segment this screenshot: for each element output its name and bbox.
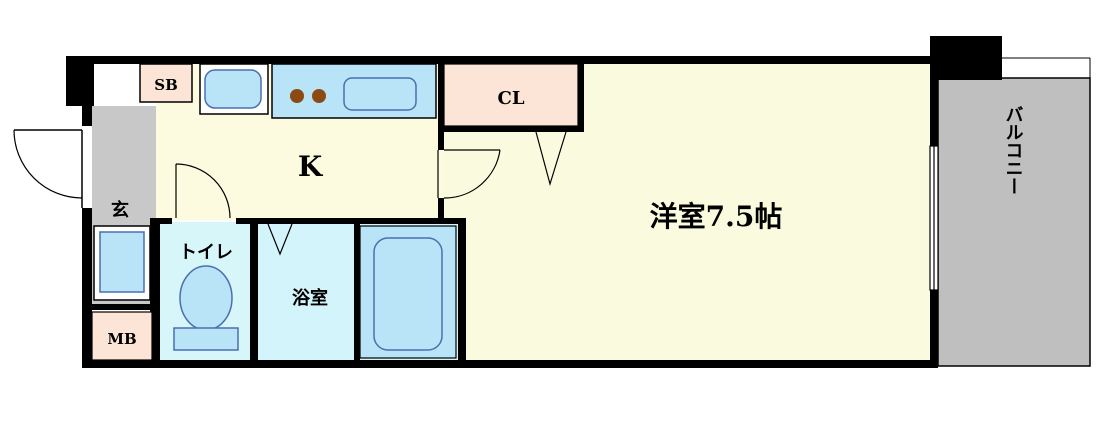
genkan-cabinet <box>93 225 151 301</box>
walls <box>66 56 938 368</box>
cl-label: CL <box>498 88 525 109</box>
bathtub-icon <box>359 225 457 359</box>
toilet-icon <box>173 265 239 351</box>
closet: CL <box>443 63 579 127</box>
entry-door[interactable] <box>13 129 83 208</box>
genkan-label: 玄 <box>111 199 129 221</box>
toilet-door[interactable] <box>175 163 231 219</box>
bath-label: 浴室 <box>292 287 328 309</box>
balcony <box>930 36 1091 367</box>
meter-box: MB <box>82 311 153 361</box>
sink <box>199 63 269 115</box>
toilet-label: トイレ <box>179 242 233 263</box>
balcony-window[interactable] <box>929 145 939 291</box>
stove-burner-icon <box>312 89 326 103</box>
room-label: 洋室7.5帖 <box>650 200 783 233</box>
shoe-box: SB <box>139 63 193 103</box>
kitchen-label: K <box>298 150 324 183</box>
sb-label: SB <box>154 76 178 94</box>
room-door[interactable] <box>437 149 501 199</box>
closet-door[interactable] <box>535 131 567 187</box>
stove-burner-icon <box>290 89 304 103</box>
bath-door[interactable] <box>267 223 293 256</box>
balcony-label: バルコニー <box>1003 105 1024 195</box>
mb-label: MB <box>107 330 136 348</box>
kitchen-counter <box>271 63 437 119</box>
